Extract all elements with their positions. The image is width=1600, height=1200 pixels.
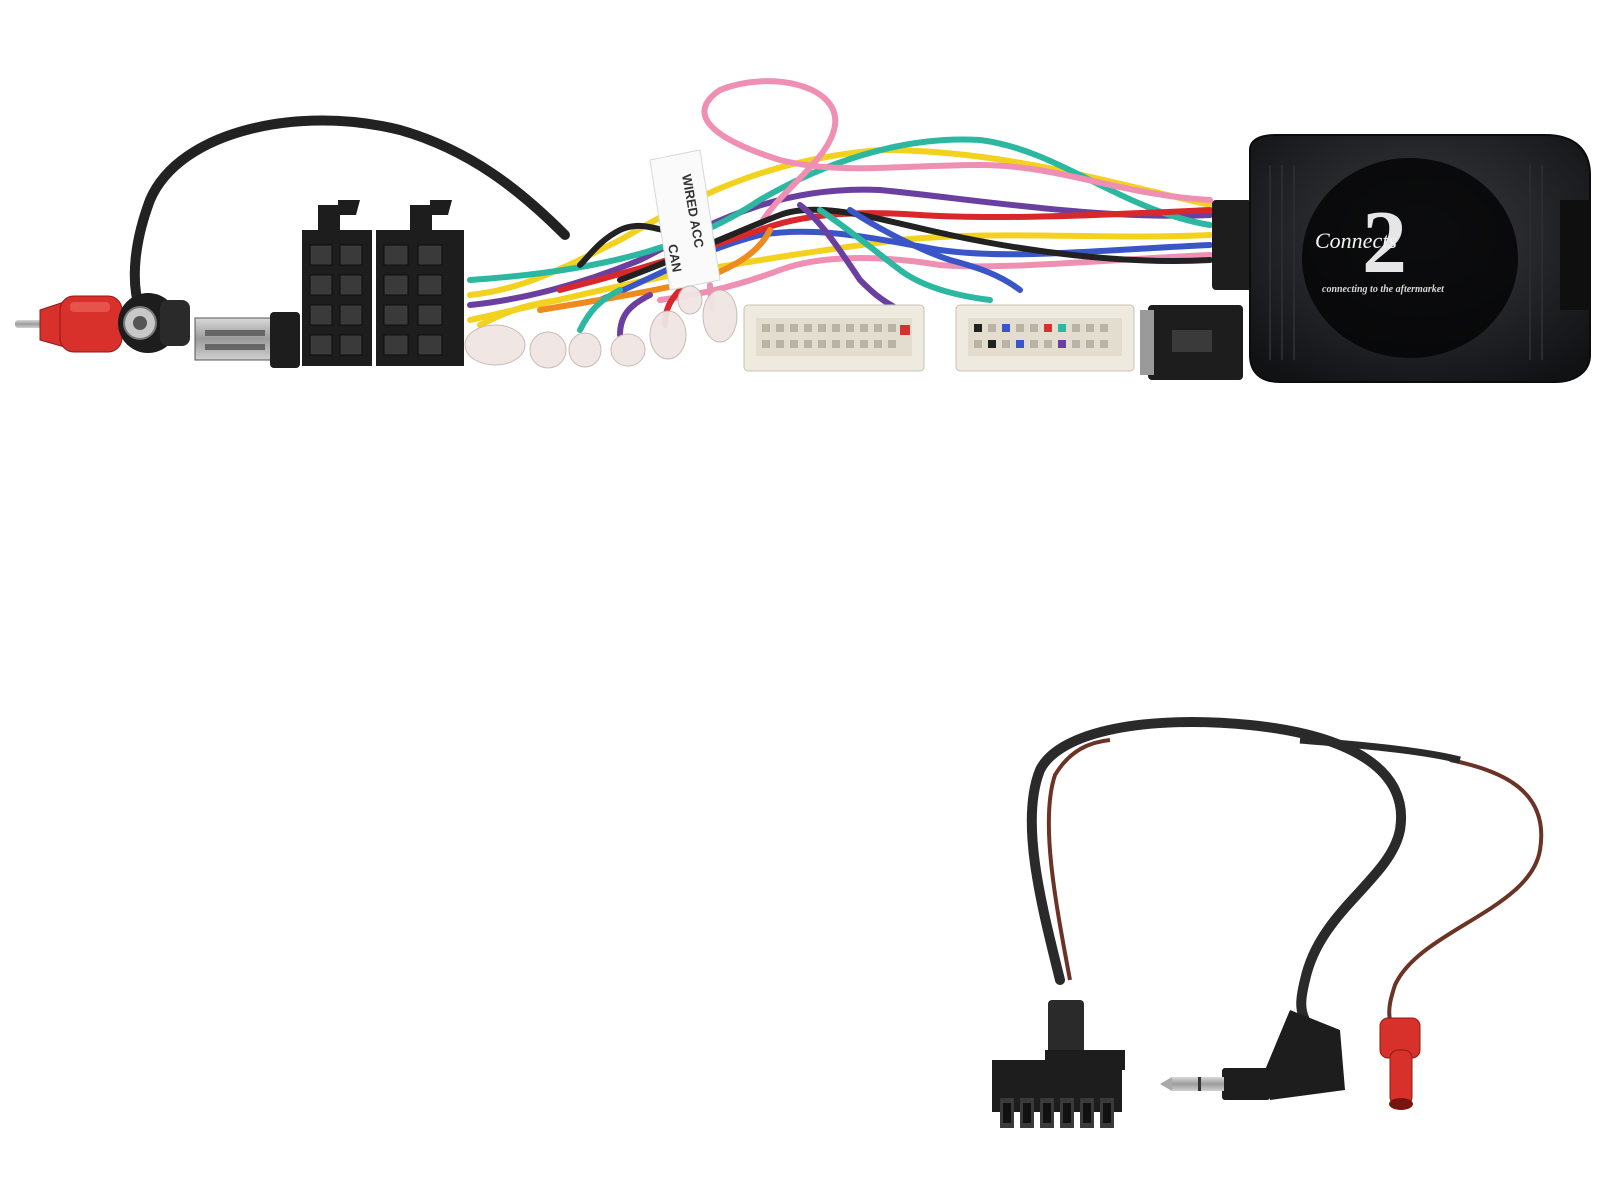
interface-module: 2 Connects connecting to the aftermarket bbox=[1212, 134, 1591, 383]
iso-connector-left bbox=[302, 200, 372, 366]
usb-plug bbox=[194, 312, 300, 368]
vehicle-connector-2 bbox=[955, 304, 1135, 372]
vehicle-connector-1 bbox=[743, 304, 925, 372]
antenna-plug bbox=[118, 293, 190, 353]
red-bullet-connector bbox=[1379, 1017, 1421, 1110]
wire-sleeve-label: WIRED ACC CAN bbox=[649, 149, 721, 291]
logo-brand-text: Connects bbox=[1315, 228, 1397, 253]
wire-bundle bbox=[467, 78, 1213, 338]
rca-plug-red bbox=[15, 295, 123, 353]
sleeve-label-line2: CAN bbox=[665, 243, 685, 273]
steering-interface-harness: WIRED ACC CAN bbox=[15, 78, 1591, 383]
audio-jack-plug bbox=[1160, 1010, 1345, 1100]
logo-digit: 2 bbox=[1362, 193, 1407, 292]
multipin-connector bbox=[992, 1000, 1125, 1128]
black-cable bbox=[129, 115, 570, 315]
main-black-cable bbox=[1026, 717, 1407, 1025]
terminal-sleeves bbox=[464, 285, 738, 369]
brown-wire-right bbox=[1387, 758, 1544, 1021]
logo-tagline: connecting to the aftermarket bbox=[1322, 284, 1445, 295]
remote-lead bbox=[992, 717, 1544, 1128]
iso-connector-right bbox=[376, 200, 464, 366]
brown-wire-left bbox=[1046, 738, 1111, 981]
small-black-connector bbox=[1140, 305, 1243, 380]
